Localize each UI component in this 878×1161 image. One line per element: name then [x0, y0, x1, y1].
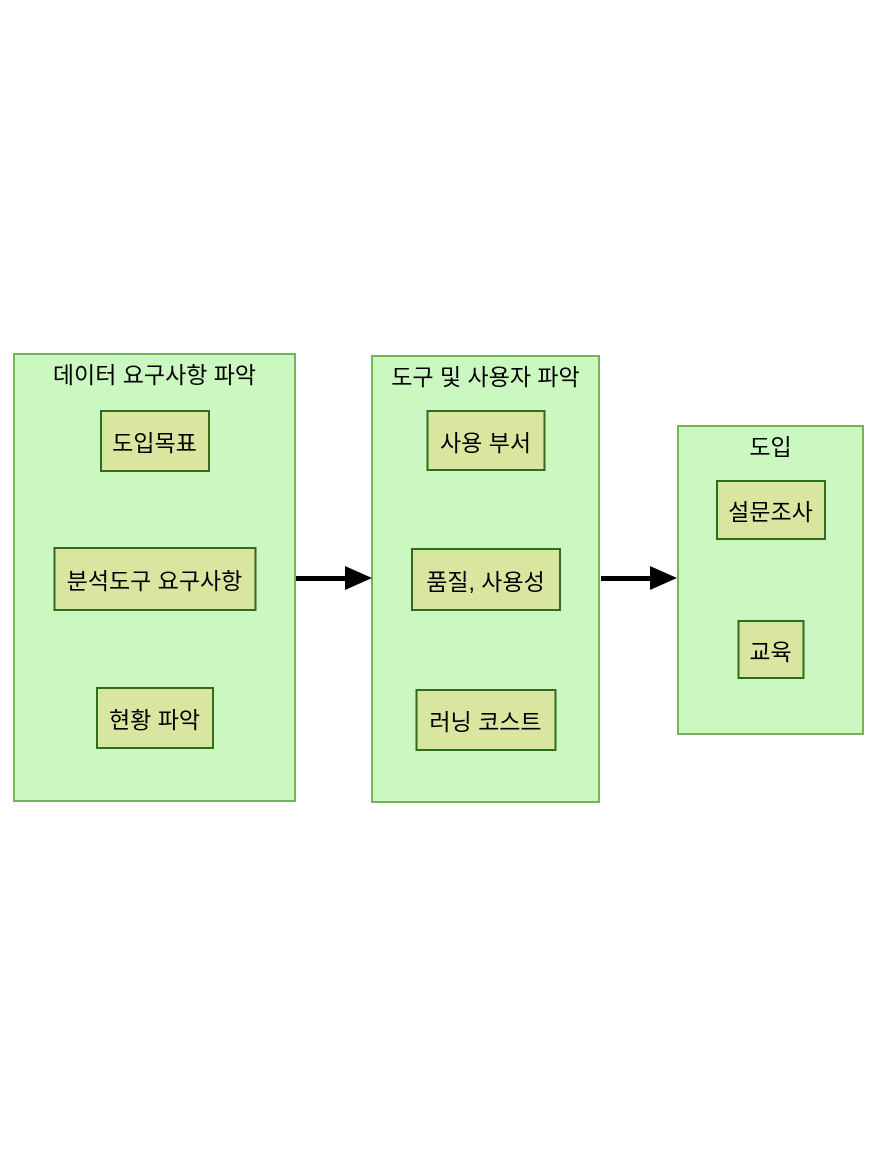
diagram-box-quality-usability: 품질, 사용성	[410, 548, 561, 611]
diagram-box-intro-goal: 도입목표	[99, 410, 210, 472]
arrow-right-icon	[601, 566, 677, 590]
panel-title: 도입	[749, 434, 792, 460]
arrow-shaft	[601, 576, 653, 581]
panel-tools-and-users: 도구 및 사용자 파악 사용 부서 품질, 사용성 러닝 코스트	[371, 355, 600, 803]
diagram-box-analysis-tool-requirements: 분석도구 요구사항	[53, 547, 256, 611]
diagram-box-current-status: 현황 파악	[95, 687, 214, 749]
arrow-head	[650, 566, 677, 590]
panel-title: 도구 및 사용자 파악	[391, 364, 580, 390]
panel-data-requirements: 데이터 요구사항 파악 도입목표 분석도구 요구사항 현황 파악	[13, 353, 296, 802]
panel-introduction: 도입 설문조사 교육	[677, 425, 864, 735]
diagram-box-running-cost: 러닝 코스트	[415, 689, 556, 751]
diagram-box-survey: 설문조사	[715, 480, 826, 540]
arrow-shaft	[296, 576, 348, 581]
diagram-box-training: 교육	[737, 620, 804, 679]
arrow-right-icon	[296, 566, 372, 590]
diagram-box-using-department: 사용 부서	[426, 410, 545, 471]
panel-title: 데이터 요구사항 파악	[52, 362, 257, 388]
arrow-head	[345, 566, 372, 590]
